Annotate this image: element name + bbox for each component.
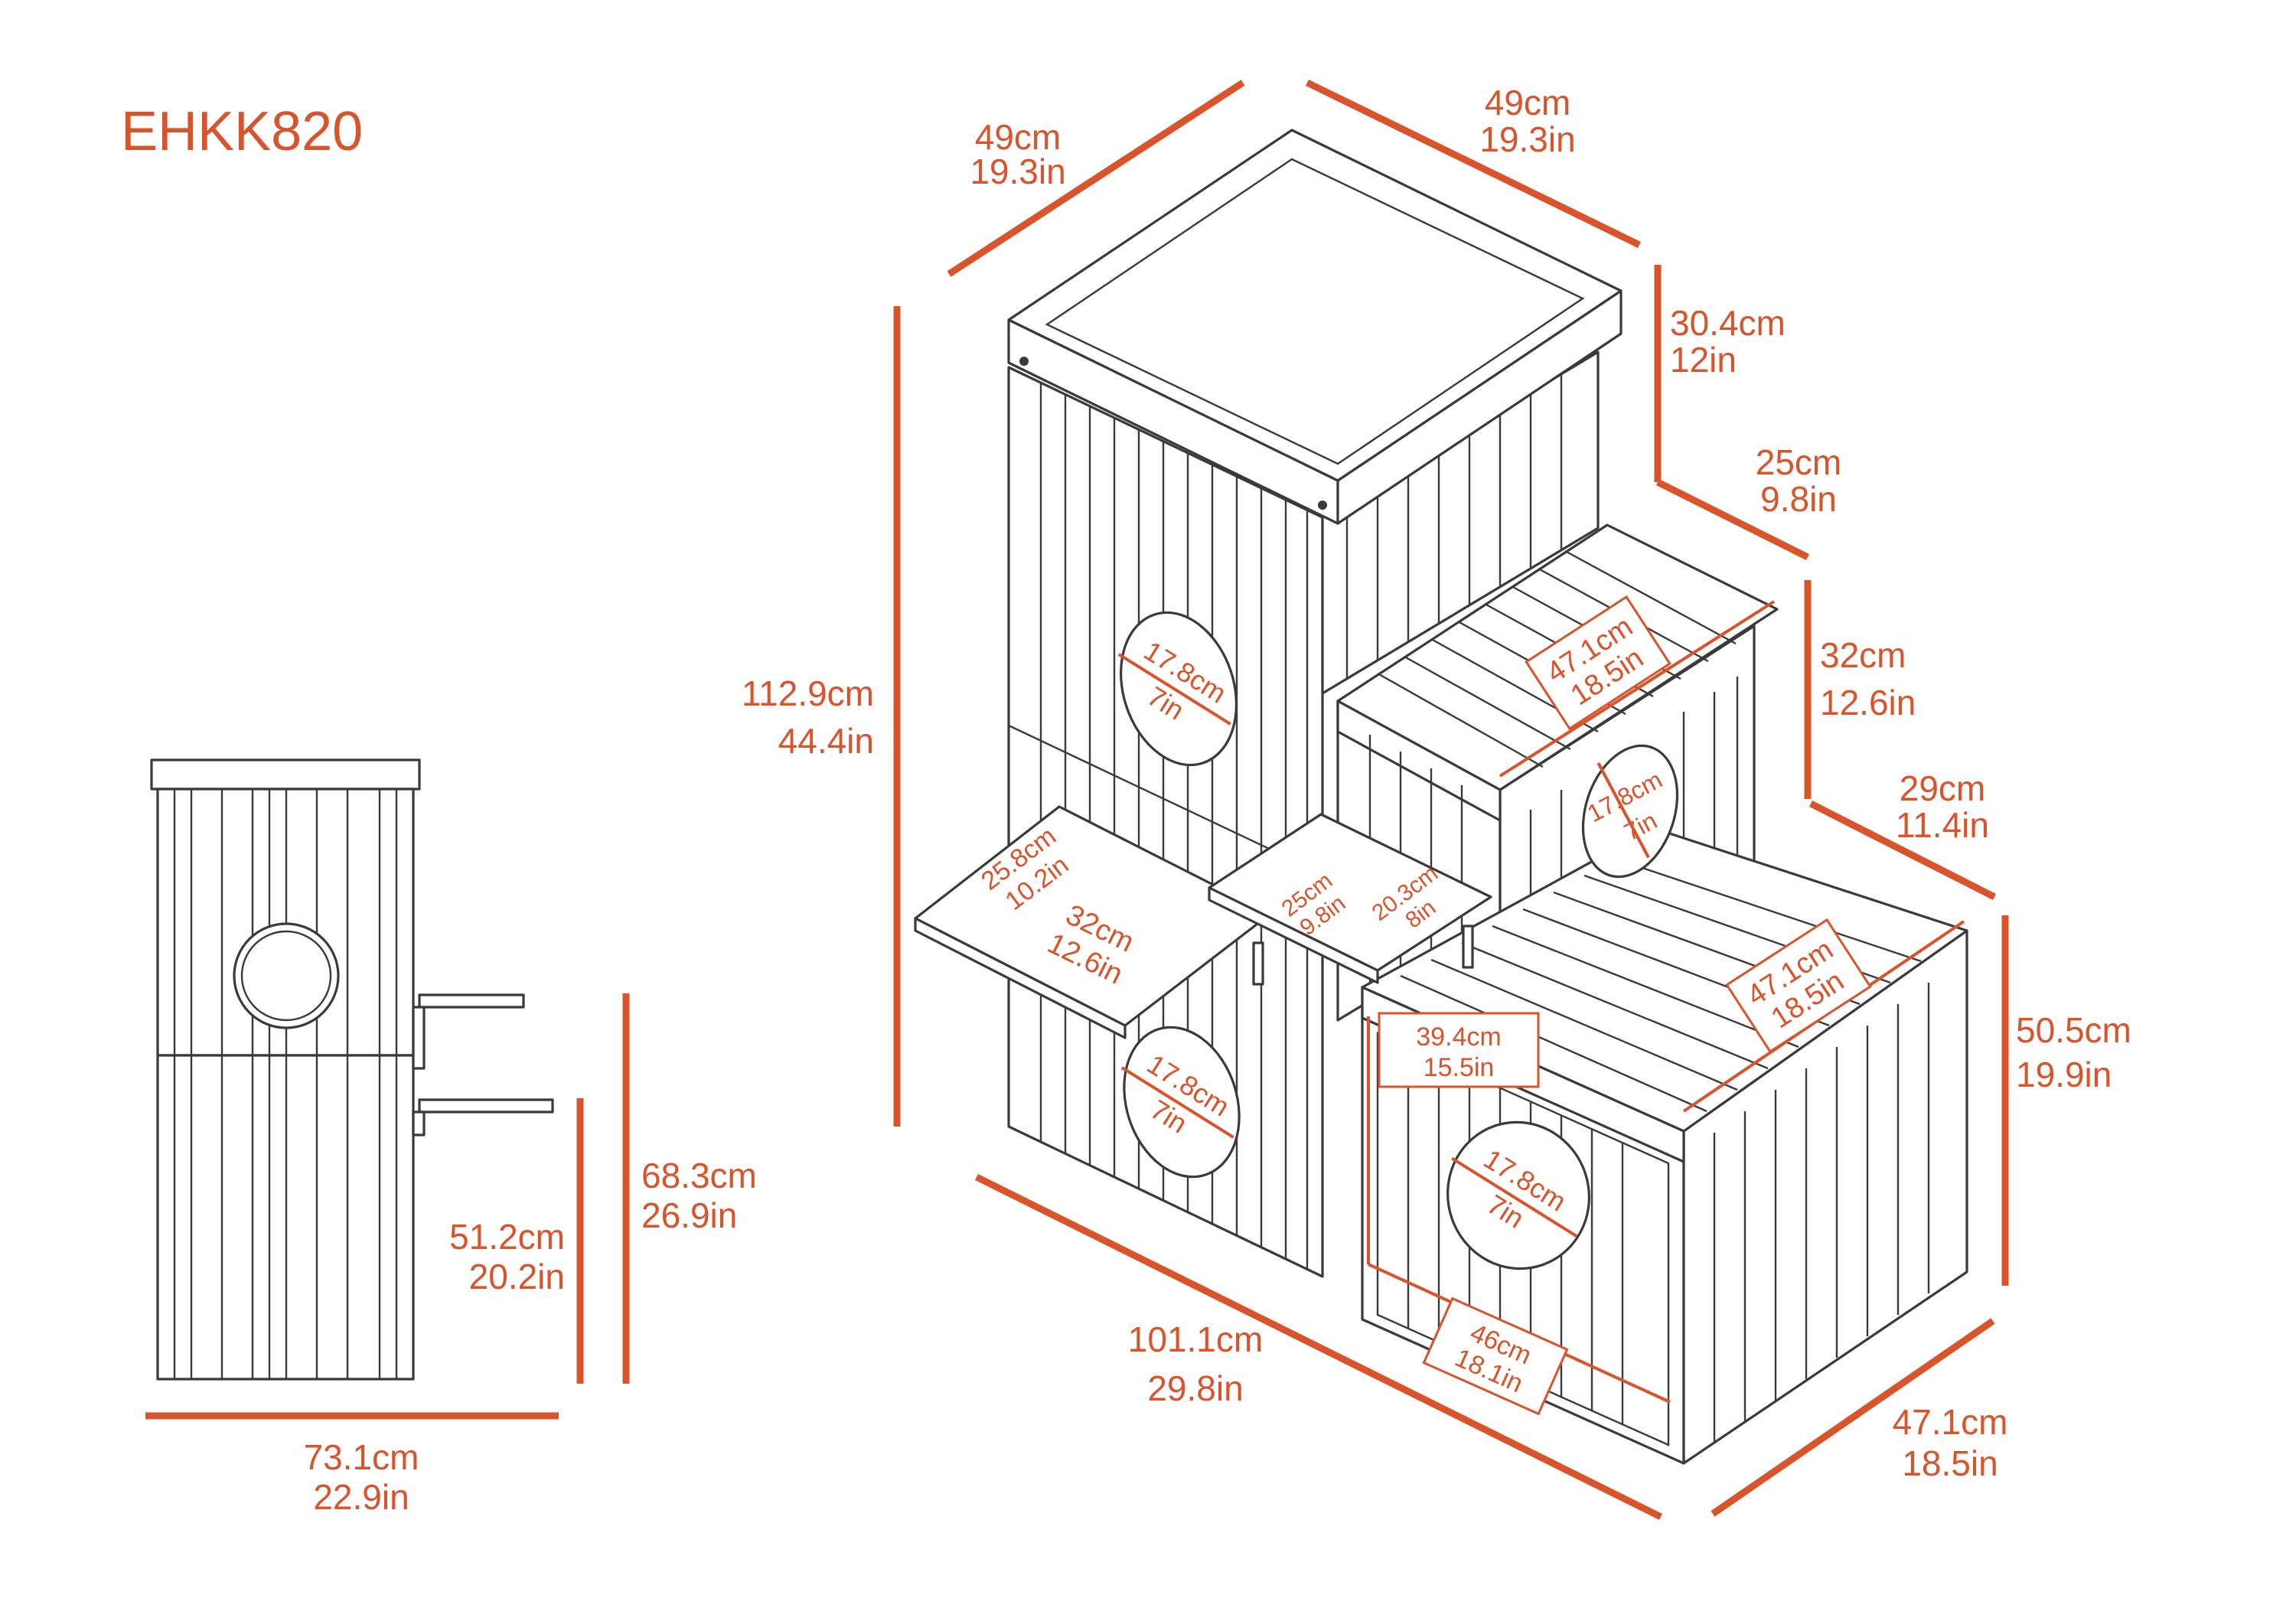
model-title: EHKK820	[121, 101, 363, 162]
bottom-height-cm: 50.5cm	[2016, 1010, 2131, 1050]
side-total-height-cm: 68.3cm	[641, 1156, 757, 1195]
overall-depth-cm: 47.1cm	[1893, 1402, 2008, 1442]
side-view-drawing	[150, 758, 554, 1381]
side-total-height-in: 26.9in	[641, 1195, 737, 1235]
overall-depth-in: 18.5in	[1902, 1443, 1998, 1483]
front-opening-height-in: 15.5in	[1424, 1053, 1495, 1082]
middle-step-rise-in: 12.6in	[1820, 683, 1916, 722]
overall-height-cm: 112.9cm	[742, 673, 874, 713]
middle-step-run-cm: 25cm	[1756, 442, 1841, 482]
overall-length-in: 29.8in	[1147, 1368, 1243, 1408]
overall-height-in: 44.4in	[778, 721, 874, 761]
top-step-rise-cm: 30.4cm	[1670, 303, 1786, 343]
main-view-drawing	[914, 129, 1968, 1465]
middle-step-rise-cm: 32cm	[1820, 635, 1906, 675]
top-depth-cm: 49cm	[975, 117, 1061, 157]
top-width-in: 19.3in	[1479, 119, 1575, 159]
bottom-height-in: 19.9in	[2016, 1055, 2112, 1094]
bottom-step-run-in: 11.4in	[1896, 805, 1989, 845]
top-width-cm: 49cm	[1485, 83, 1570, 122]
middle-step-run-in: 9.8in	[1760, 479, 1837, 519]
side-width-in: 22.9in	[313, 1477, 409, 1517]
side-width-cm: 73.1cm	[304, 1437, 419, 1477]
side-shelf-height-cm: 51.2cm	[449, 1217, 565, 1257]
bottom-step-run-cm: 29cm	[1900, 768, 1985, 808]
top-depth-in: 19.3in	[970, 152, 1065, 191]
side-shelf-height-in: 20.2in	[469, 1257, 565, 1296]
top-step-rise-in: 12in	[1670, 340, 1737, 380]
front-opening-height-cm: 39.4cm	[1416, 1022, 1502, 1052]
overall-length-cm: 101.1cm	[1128, 1319, 1263, 1359]
